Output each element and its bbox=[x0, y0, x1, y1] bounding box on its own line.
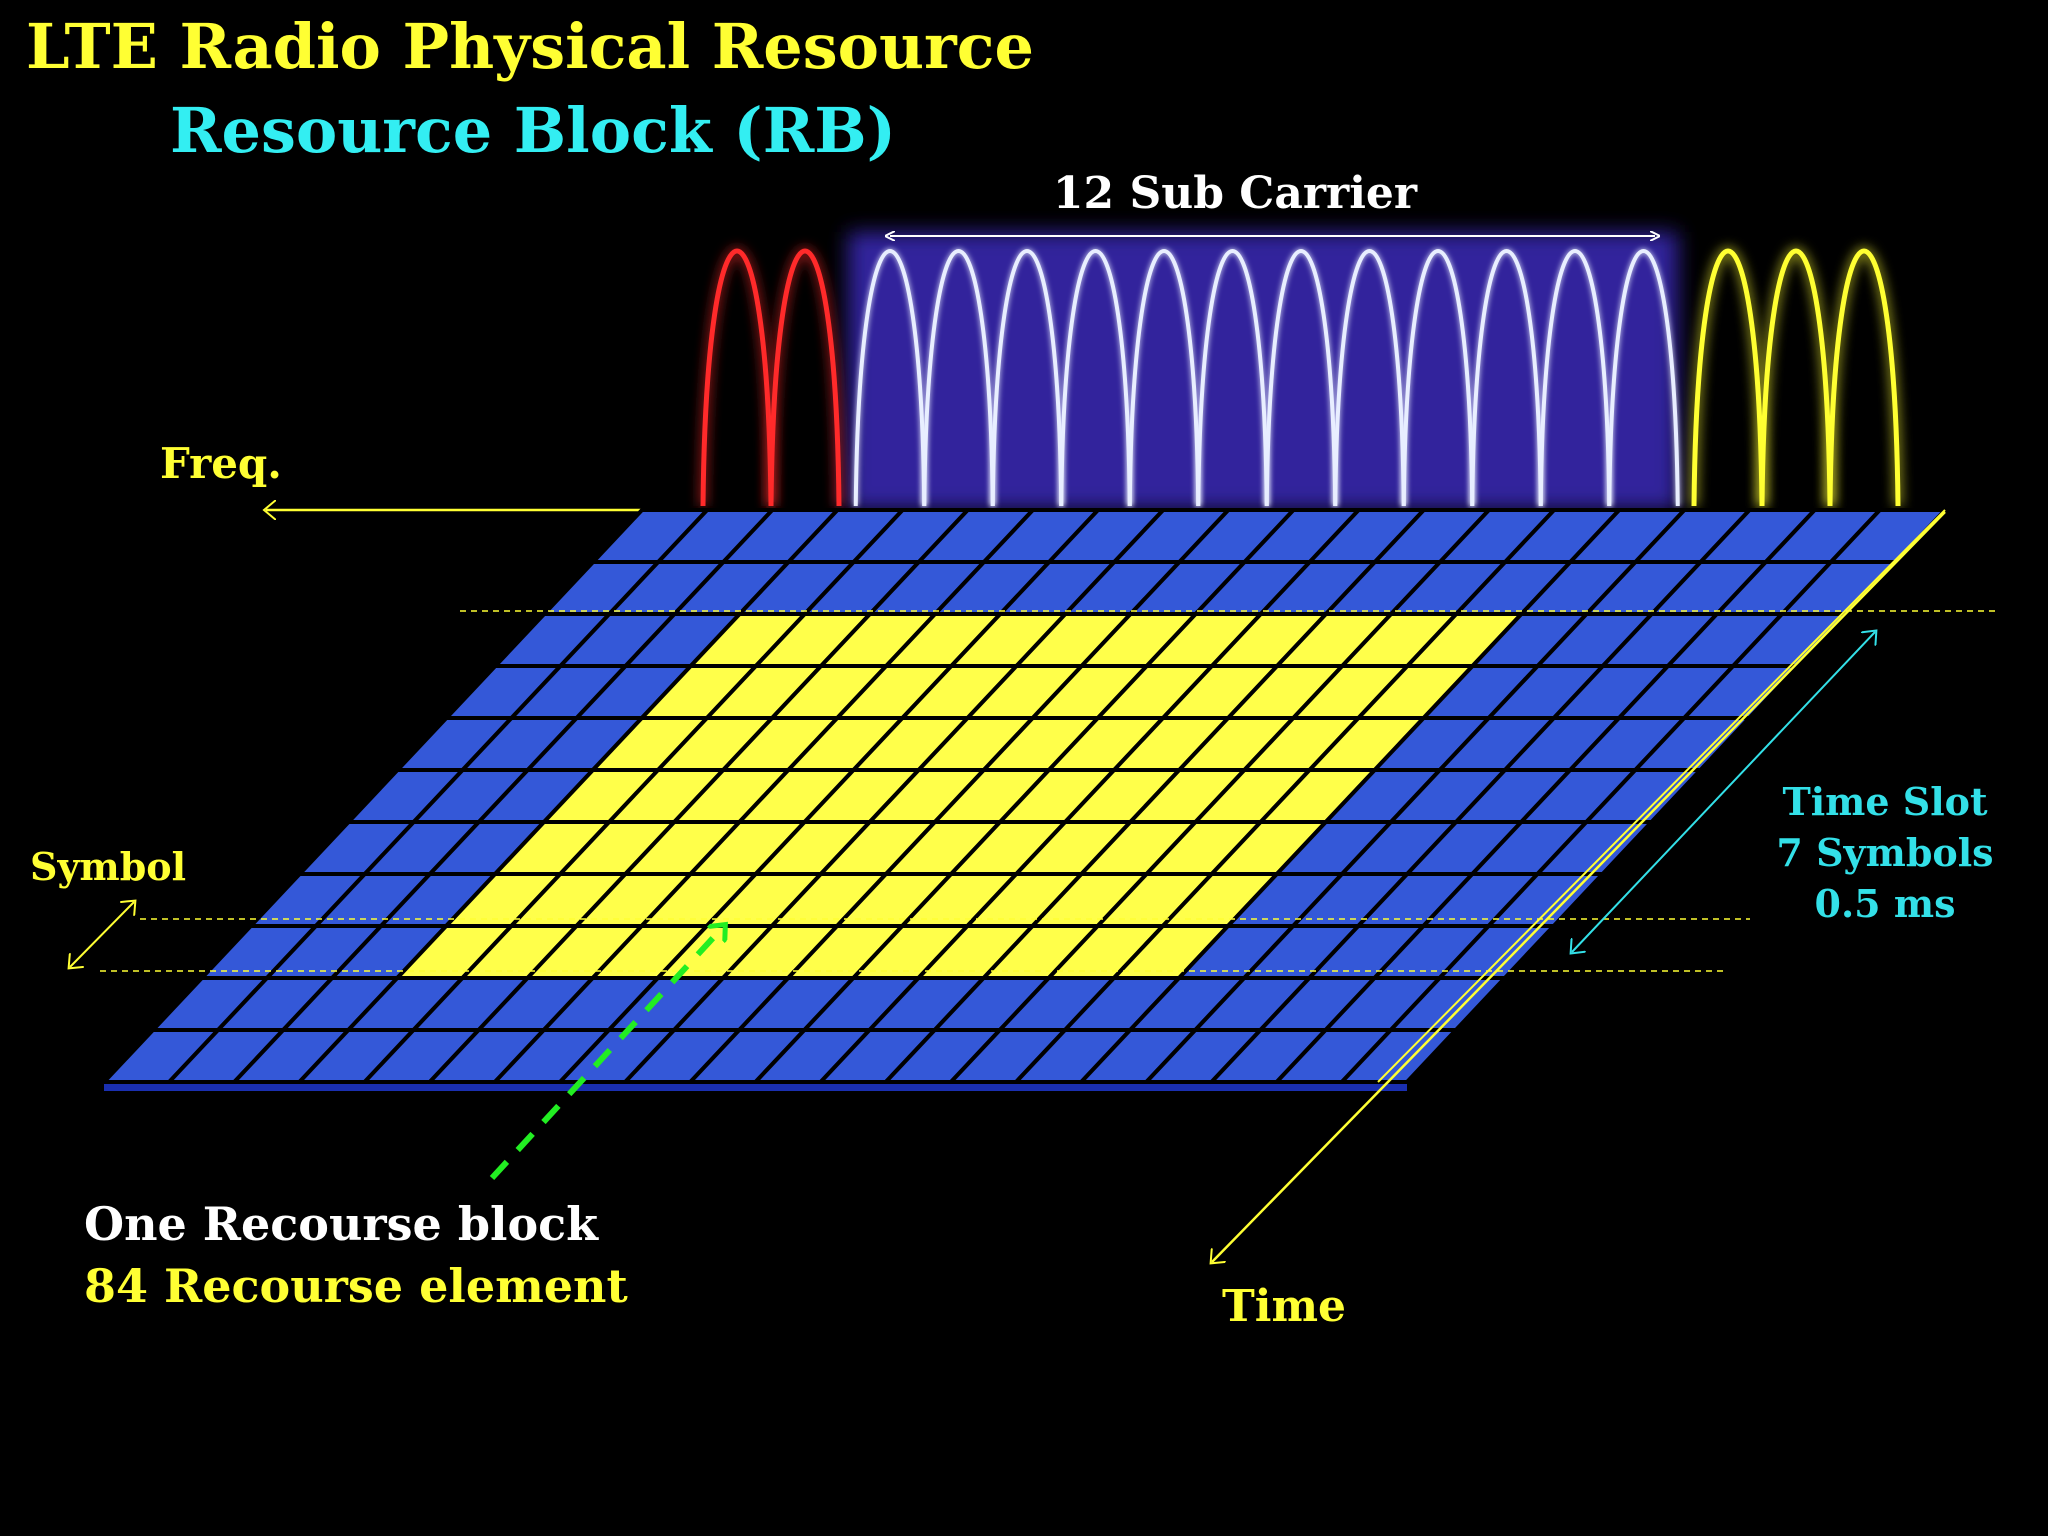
rb-caption-line1: One Recourse block bbox=[84, 1197, 599, 1251]
rb-carrier-arch bbox=[1333, 249, 1406, 507]
time-label: Time bbox=[1222, 1281, 1346, 1332]
rb-carrier-arch bbox=[1607, 249, 1680, 507]
rb-carrier-arch bbox=[1401, 249, 1475, 507]
red-carrier-arch bbox=[768, 248, 842, 507]
rb-pointer-arrow bbox=[489, 926, 724, 1181]
rb-carrier-arch bbox=[1264, 249, 1338, 507]
freq-label: Freq. bbox=[160, 439, 282, 488]
rb-carrier-arch bbox=[1196, 249, 1269, 507]
rb-carrier-arch bbox=[1059, 249, 1132, 507]
yellow-carrier-arch bbox=[1691, 248, 1765, 507]
yellow-carrier-arch bbox=[1827, 248, 1901, 507]
red-carrier-arch bbox=[700, 248, 774, 507]
timeslot-line2: 7 Symbols bbox=[1776, 830, 1993, 875]
yellow-carrier-arch bbox=[1759, 248, 1833, 507]
red-carriers bbox=[700, 248, 842, 507]
rb-carrier-arch bbox=[1538, 249, 1612, 507]
resource-grid bbox=[102, 508, 1947, 1091]
yellow-carriers bbox=[1691, 248, 1901, 507]
subcarrier-waveforms bbox=[700, 232, 1901, 510]
rb-carrier-arch bbox=[990, 249, 1064, 507]
rb-carriers bbox=[853, 249, 1680, 507]
rb-carrier-arch bbox=[1127, 249, 1201, 507]
page-title: LTE Radio Physical Resource bbox=[26, 10, 1034, 83]
rb-carrier-arch bbox=[922, 249, 995, 507]
timeslot-double-arrow bbox=[1572, 632, 1875, 952]
page-subtitle: Resource Block (RB) bbox=[170, 94, 896, 167]
timeslot-line3: 0.5 ms bbox=[1815, 881, 1956, 926]
rb-carrier-arch bbox=[1470, 249, 1543, 507]
symbol-label: Symbol bbox=[30, 844, 186, 889]
subcarrier-label: 12 Sub Carrier bbox=[1053, 168, 1418, 219]
rb-carrier-arch bbox=[853, 249, 927, 507]
timeslot-line1: Time Slot bbox=[1782, 779, 1988, 824]
symbol-double-arrow bbox=[70, 902, 134, 967]
grid-front-edge bbox=[104, 1082, 1407, 1091]
rb-caption-line2: 84 Recourse element bbox=[84, 1259, 628, 1313]
